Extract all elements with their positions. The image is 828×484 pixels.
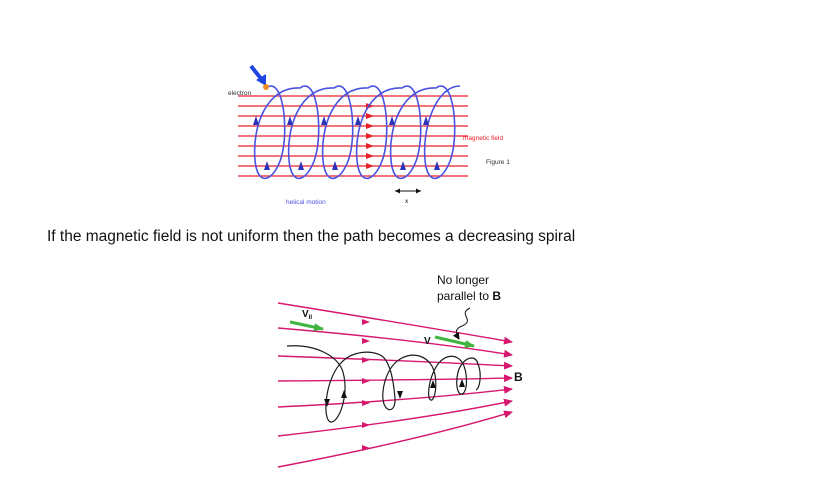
v-label: V: [424, 336, 431, 347]
field-arrow: [362, 357, 370, 363]
pitch-x-label: x: [405, 198, 409, 205]
field-line: [277, 398, 513, 437]
field-arrow: [366, 133, 374, 139]
field-line: [277, 410, 513, 468]
helix-direction-arrows: [253, 116, 440, 170]
helix-arrow: [423, 116, 429, 125]
field-line: [277, 374, 513, 383]
annotation-pointer: [452, 307, 471, 340]
v-parallel-vector: VII: [289, 309, 324, 332]
spiral-arrow: [430, 380, 436, 388]
field-arrow: [362, 338, 370, 344]
helix-arrow: [253, 116, 259, 125]
field-arrow: [366, 163, 374, 169]
helix-arrow: [400, 161, 406, 170]
field-arrow: [362, 378, 370, 384]
helical-motion-label: helical motion: [286, 199, 326, 206]
helix-arrow: [264, 161, 270, 170]
figure-1-label: Figure 1: [486, 159, 510, 166]
no-longer-parallel-annotation: No longer parallel to B: [437, 273, 501, 303]
field-midline-arrows: [362, 319, 370, 451]
spiral-arrow: [459, 379, 465, 387]
electron-incoming-arrow: [249, 64, 266, 86]
field-line: [277, 327, 513, 358]
pitch-indicator: x: [395, 188, 421, 205]
helix-arrow: [332, 161, 338, 170]
spiral-path: [286, 345, 481, 423]
spiral-arrow: [324, 399, 330, 407]
electron-label: electron: [228, 90, 252, 97]
v-vector: V: [424, 335, 475, 348]
field-arrow: [362, 445, 370, 451]
converging-field-lines: [277, 302, 513, 468]
spiral-arrow: [341, 390, 347, 398]
spiral-arrow: [397, 391, 403, 399]
helix-arrow: [287, 116, 293, 125]
helix-arrow: [355, 116, 361, 125]
b-field-label: B: [514, 370, 523, 384]
helix-path: [253, 85, 461, 180]
helix-arrow: [298, 161, 304, 170]
magnetic-field-label: magnetic field: [463, 135, 503, 142]
helix-arrow: [389, 116, 395, 125]
field-line: [277, 302, 513, 345]
field-arrow: [366, 143, 374, 149]
field-arrow: [366, 113, 374, 119]
field-arrow: [362, 422, 370, 428]
field-arrow: [362, 400, 370, 406]
spiral-direction-arrows: [324, 379, 465, 407]
field-direction-arrows: [366, 103, 374, 169]
electron-dot: [263, 84, 269, 90]
explanation-sentence: If the magnetic field is not uniform the…: [47, 228, 576, 245]
figure-2-decreasing-spiral: VII V No longer parallel to B B: [277, 273, 523, 468]
field-arrow: [366, 123, 374, 129]
v-parallel-label: VII: [302, 309, 312, 321]
helix-arrow: [321, 116, 327, 125]
field-arrow: [366, 153, 374, 159]
helix-arrow: [434, 161, 440, 170]
field-line: [277, 355, 513, 370]
field-arrow: [362, 319, 370, 325]
field-line: [277, 385, 513, 408]
figure-1-helical-motion: electron magnetic field Figure 1 helical…: [228, 64, 510, 206]
